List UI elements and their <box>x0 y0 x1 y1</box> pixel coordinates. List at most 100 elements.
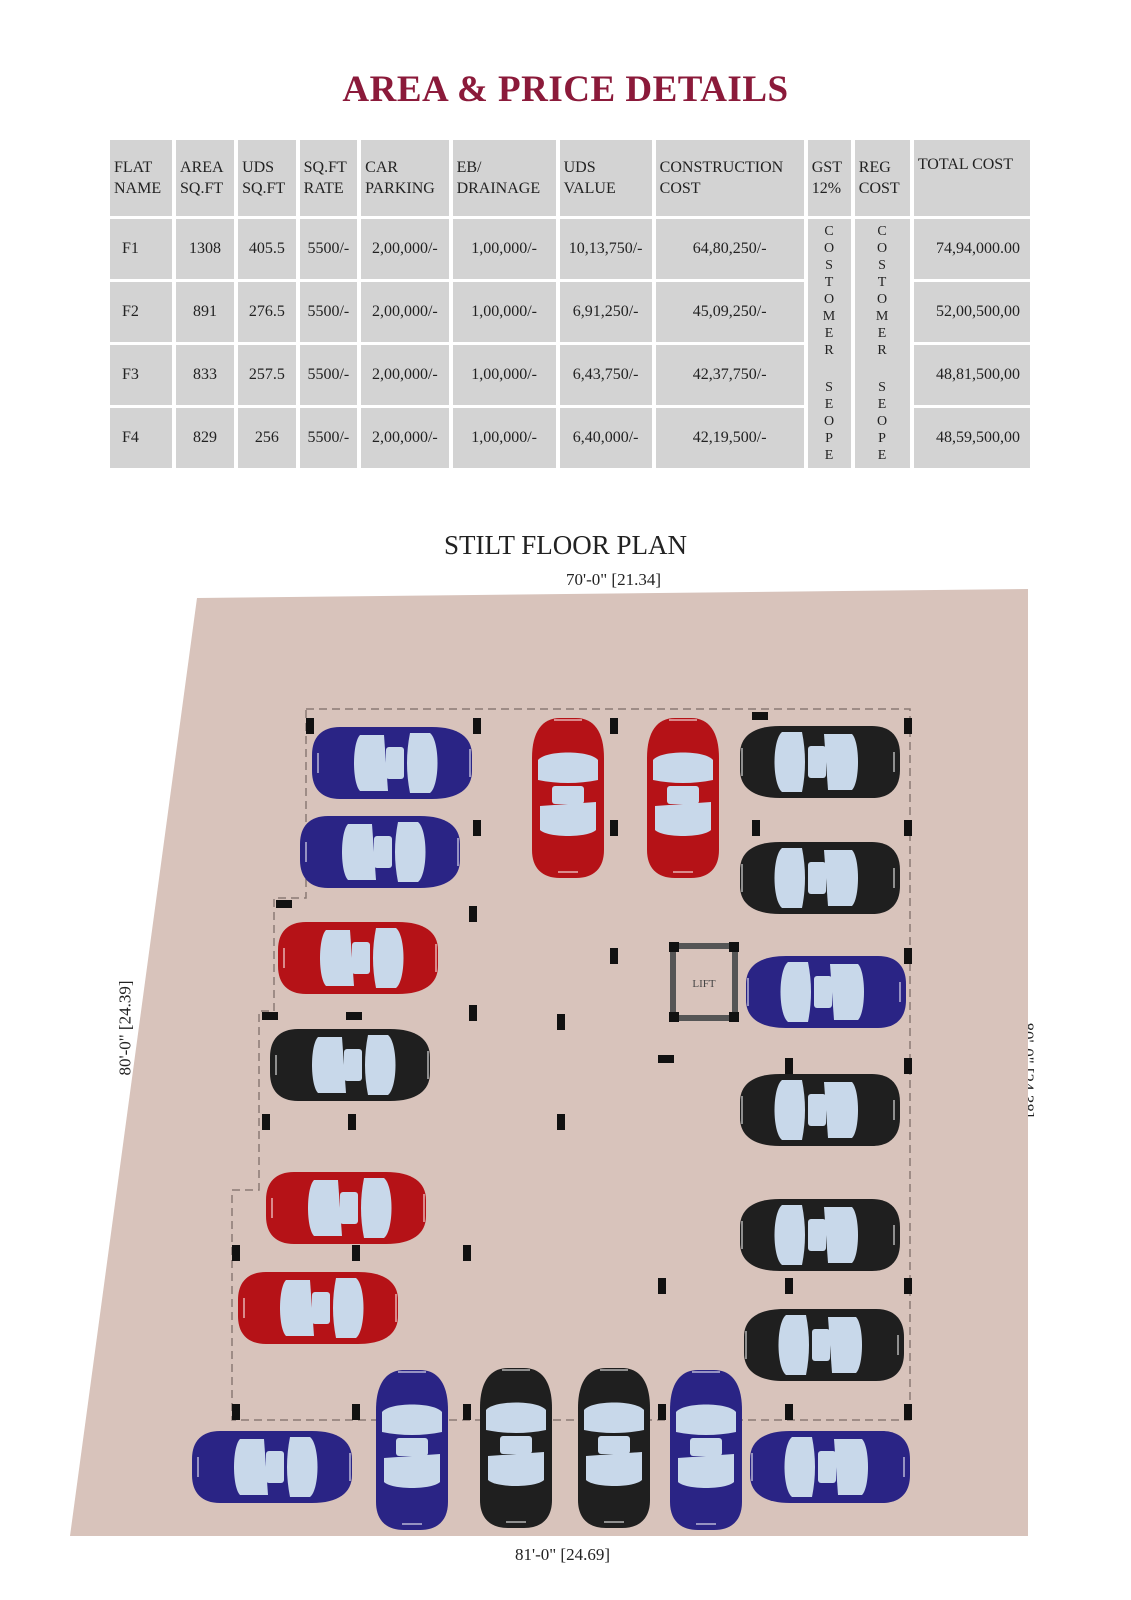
table-cell-uds_value: 6,40,000/- <box>559 408 652 468</box>
table-cell-construction: 42,37,750/- <box>655 345 804 405</box>
car-black-icon <box>739 1073 901 1147</box>
table-cell-total: 48,81,500,00 <box>913 345 1030 405</box>
column <box>752 820 760 836</box>
column <box>473 820 481 836</box>
table-cell-parking: 2,00,000/- <box>361 282 449 342</box>
car-blue-icon <box>191 1430 353 1504</box>
columns-group <box>232 712 912 1420</box>
table-cell-rate: 5500/- <box>299 408 358 468</box>
car-blue-icon <box>749 1430 911 1504</box>
column <box>469 906 477 922</box>
table-cell-uds_value: 6,43,750/- <box>559 345 652 405</box>
table-cell-flat: F2 <box>110 282 173 342</box>
plan-title: STILT FLOOR PLAN <box>443 530 688 560</box>
dimension-bottom: 81'-0" [24.69] <box>515 1545 610 1564</box>
column <box>904 718 912 734</box>
column <box>752 712 768 720</box>
table-cell-eb: 1,00,000/- <box>452 282 556 342</box>
table-cell-area: 1308 <box>176 219 235 279</box>
column <box>610 718 618 734</box>
table-cell-eb: 1,00,000/- <box>452 345 556 405</box>
column <box>904 948 912 964</box>
car-blue-icon <box>299 815 461 889</box>
column <box>348 1114 356 1130</box>
table-cell-parking: 2,00,000/- <box>361 408 449 468</box>
column <box>785 1404 793 1420</box>
car-black-icon <box>269 1028 431 1102</box>
column <box>276 900 292 908</box>
column <box>557 1014 565 1030</box>
column <box>785 1278 793 1294</box>
car-blue-icon <box>745 955 907 1029</box>
car-red-icon <box>265 1171 427 1245</box>
table-cell-uds_value: 10,13,750/- <box>559 219 652 279</box>
column <box>904 1404 912 1420</box>
table-cell-flat: F1 <box>110 219 173 279</box>
car-black-icon <box>739 841 901 915</box>
table-cell-uds: 276.5 <box>238 282 296 342</box>
lift-label: LIFT <box>692 978 716 990</box>
column <box>306 718 314 734</box>
car-black-icon <box>479 1367 553 1529</box>
parking-dashed-boundary <box>231 708 911 1421</box>
table-cell-uds: 256 <box>238 408 296 468</box>
table-cell-uds_value: 6,91,250/- <box>559 282 652 342</box>
column <box>904 820 912 836</box>
car-red-icon <box>237 1271 399 1345</box>
car-red-icon <box>531 717 605 879</box>
column <box>658 1278 666 1294</box>
column <box>469 1005 477 1021</box>
col-total-cost: TOTAL COST <box>913 140 1030 216</box>
column <box>463 1245 471 1261</box>
column <box>610 948 618 964</box>
column <box>232 1404 240 1420</box>
column <box>463 1404 471 1420</box>
table-cell-rate: 5500/- <box>299 219 358 279</box>
column <box>904 1058 912 1074</box>
table-cell-construction: 42,19,500/- <box>655 408 804 468</box>
table-cell-parking: 2,00,000/- <box>361 345 449 405</box>
column <box>352 1404 360 1420</box>
col-eb-drainage: EB/DRAINAGE <box>452 140 556 216</box>
dimension-top: 70'-0" [21.34] <box>566 570 661 589</box>
table-cell-total: 48,59,500,00 <box>913 408 1030 468</box>
car-black-icon <box>739 725 901 799</box>
column <box>610 820 618 836</box>
column <box>904 1278 912 1294</box>
car-blue-icon <box>311 726 473 800</box>
table-cell-construction: 45,09,250/- <box>655 282 804 342</box>
table-cell-uds: 257.5 <box>238 345 296 405</box>
table-cell-area: 829 <box>176 408 235 468</box>
page-title: AREA & PRICE DETAILS <box>342 69 789 110</box>
table-cell-rate: 5500/- <box>299 282 358 342</box>
table-cell-eb: 1,00,000/- <box>452 408 556 468</box>
car-black-icon <box>577 1367 651 1529</box>
table-cell-flat: F3 <box>110 345 173 405</box>
column <box>557 1114 565 1130</box>
table-cell-rate: 5500/- <box>299 345 358 405</box>
table-cell-eb: 1,00,000/- <box>452 219 556 279</box>
car-blue-icon <box>375 1369 449 1531</box>
column <box>352 1245 360 1261</box>
table-cell-total: 52,00,500,00 <box>913 282 1030 342</box>
table-cell-construction: 64,80,250/- <box>655 219 804 279</box>
car-black-icon <box>743 1308 905 1382</box>
table-cell-area: 891 <box>176 282 235 342</box>
lift-core: LIFT <box>669 942 739 1022</box>
table-cell-flat: F4 <box>110 408 173 468</box>
car-red-icon <box>646 717 720 879</box>
